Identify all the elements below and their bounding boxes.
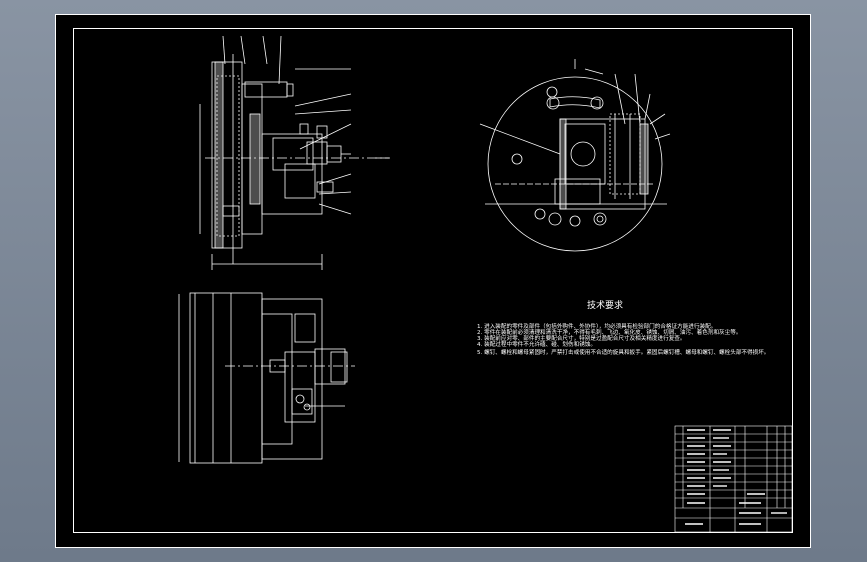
tech-req-item: 3. 装配前应对零、部件的主要配合尺寸，特别是过盈配合尺寸及相关精度进行复查。 bbox=[477, 334, 686, 342]
front-section-view bbox=[199, 35, 390, 270]
sheet-outer-border bbox=[55, 14, 811, 548]
tech-req-item: 1. 进入装配的零件及部件（包括外购件、外协件），均必须具有检验部门的合格证方能… bbox=[477, 322, 716, 330]
title-block bbox=[674, 425, 793, 533]
tech-req-item: 2. 零件在装配前必须清理和清洗干净，不得有毛刺、飞边、氧化皮、锈蚀、切屑、油污… bbox=[477, 328, 741, 336]
technical-requirements: 技术要求 1. 进入装配的零件及部件（包括外购件、外协件），均必须具有检验部门的… bbox=[477, 299, 769, 356]
drawing-frame bbox=[73, 28, 793, 533]
side-circular-view bbox=[479, 59, 671, 252]
tech-req-item: 5. 螺钉、螺栓和螺母紧固时，严禁打击或使用不合适的旋具和扳手。紧固后螺钉槽、螺… bbox=[477, 348, 769, 356]
top-view bbox=[178, 292, 355, 464]
tech-req-item: 4. 装配过程中零件不允许磕、碰、划伤和锈蚀。 bbox=[477, 340, 596, 348]
drawing-sheet: 技术要求 1. 进入装配的零件及部件（包括外购件、外协件），均必须具有检验部门的… bbox=[55, 14, 811, 548]
drawing-canvas: 技术要求 1. 进入装配的零件及部件（包括外购件、外协件），均必须具有检验部门的… bbox=[55, 14, 811, 548]
tech-req-title: 技术要求 bbox=[587, 299, 623, 311]
